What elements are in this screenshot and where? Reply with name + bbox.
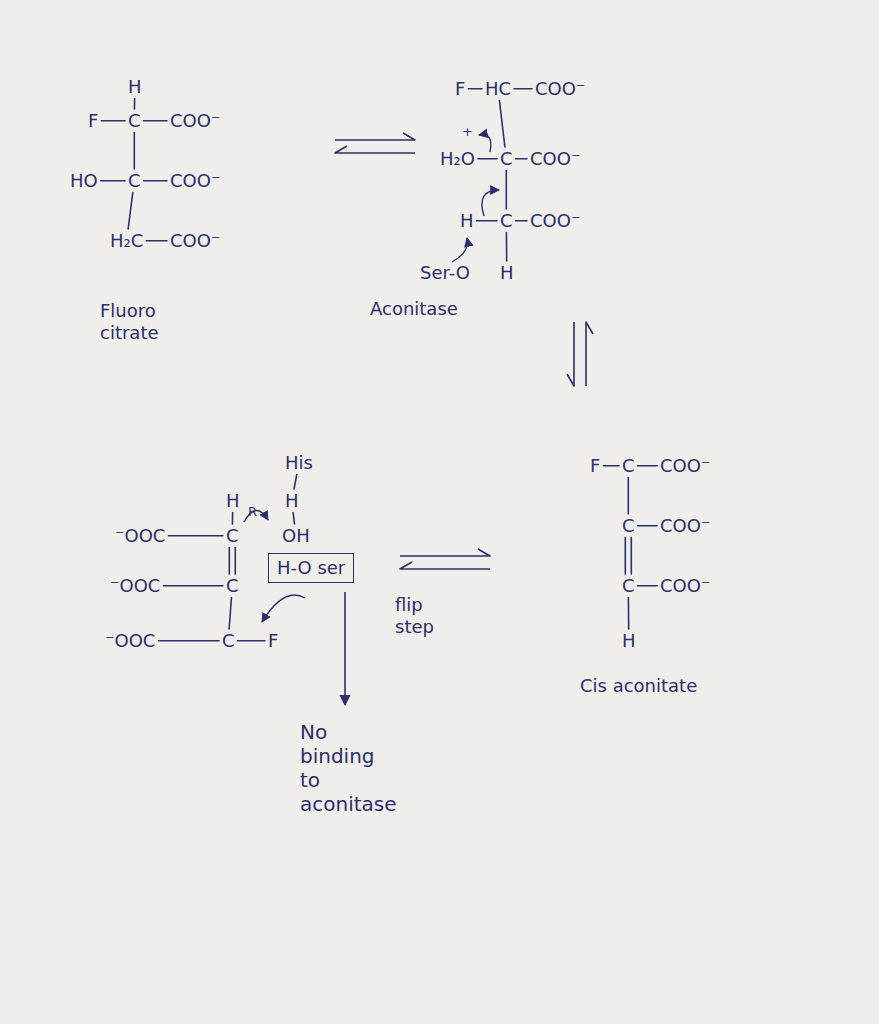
bond-line [293, 513, 294, 524]
bond-line [516, 220, 527, 222]
chem-label: + [462, 124, 473, 140]
chem-label: H₂O [440, 148, 475, 170]
bond-line [603, 465, 619, 467]
chem-label: C [226, 525, 239, 547]
bond-line [514, 88, 532, 90]
chem-label: Aconitase [370, 298, 458, 320]
bond-line [624, 538, 626, 574]
curved-arrow [479, 135, 491, 152]
bond-line [158, 640, 219, 642]
chem-label: ⁻OOC [115, 525, 165, 547]
bond-line [477, 220, 497, 222]
chem-label: F [455, 78, 465, 100]
chem-label: Cis aconitate [580, 675, 697, 697]
box-text: H-O ser [277, 557, 345, 578]
chem-label: H₂C [110, 230, 143, 252]
chem-label: H [128, 76, 142, 98]
chem-label: C [500, 210, 513, 232]
chem-label: C [128, 170, 141, 192]
chem-label: flip step [395, 594, 434, 637]
chem-label: C [622, 515, 635, 537]
bond-line [505, 171, 507, 209]
bond-line [638, 585, 657, 587]
chem-label: C [226, 575, 239, 597]
bond-line [294, 475, 297, 489]
bond-line [628, 598, 630, 629]
chem-label: His [285, 452, 313, 474]
chem-label: C [128, 110, 141, 132]
curved-arrow [262, 595, 305, 622]
chem-label: ⁻OOC [105, 630, 155, 652]
chem-label: H [460, 210, 474, 232]
bond-line [128, 193, 133, 229]
chem-label: H [285, 490, 299, 512]
chem-label: OH [282, 525, 310, 547]
chem-label: C [222, 630, 235, 652]
bond-line [638, 525, 657, 527]
chem-label: H [500, 262, 514, 284]
boxed-group: H-O ser [268, 553, 354, 583]
chem-label: C [622, 455, 635, 477]
chem-label: H [622, 630, 636, 652]
chem-label: COO⁻ [660, 515, 710, 537]
bond-line [101, 120, 125, 122]
bond-line [232, 513, 234, 524]
bond-line [478, 158, 497, 160]
bond-line [101, 180, 125, 182]
chem-label: ⁻OOC [110, 575, 160, 597]
chem-label: No binding to aconitase [300, 720, 397, 816]
bond-line [134, 99, 136, 109]
chem-label: C [622, 575, 635, 597]
chem-label: COO⁻ [660, 575, 710, 597]
bond-line [638, 465, 657, 467]
chem-label: COO⁻ [170, 110, 220, 132]
chem-label: COO⁻ [530, 148, 580, 170]
bond-line [234, 548, 236, 574]
curved-arrow [482, 190, 499, 216]
bond-line [506, 233, 508, 261]
bond-line [146, 240, 167, 242]
bond-line [238, 640, 265, 642]
bond-line [516, 158, 527, 160]
chem-label: H [226, 490, 240, 512]
chem-label: COO⁻ [535, 78, 585, 100]
chem-label: COO⁻ [530, 210, 580, 232]
chem-label: COO⁻ [170, 170, 220, 192]
equilibrium-arrow [400, 549, 490, 556]
bond-line [627, 478, 629, 514]
curved-arrow [452, 238, 467, 262]
bond-line [229, 598, 231, 629]
equilibrium-arrow [335, 133, 415, 140]
bond-line [630, 538, 632, 574]
bond-line [144, 120, 167, 122]
bond-line [468, 88, 482, 90]
chem-label: HC [485, 78, 511, 100]
chem-label: F [268, 630, 278, 652]
chem-label: F [88, 110, 98, 132]
bond-line [499, 101, 504, 147]
bond-line [144, 180, 167, 182]
equilibrium-arrow [586, 322, 593, 386]
chem-label: Ser-O [420, 262, 470, 284]
bond-line [228, 548, 230, 574]
chem-label: Fluoro citrate [100, 300, 159, 343]
equilibrium-arrow [567, 322, 574, 386]
chem-label: COO⁻ [170, 230, 220, 252]
chem-label: C [500, 148, 513, 170]
chem-label: HO [70, 170, 98, 192]
chem-label: F [590, 455, 600, 477]
equilibrium-arrow [400, 562, 490, 569]
bond-line [168, 535, 223, 537]
chem-label: R [248, 504, 257, 520]
chem-label: COO⁻ [660, 455, 710, 477]
bond-line [133, 133, 135, 169]
equilibrium-arrow [335, 146, 415, 153]
reaction-arrow [344, 592, 346, 705]
bond-line [163, 585, 223, 587]
